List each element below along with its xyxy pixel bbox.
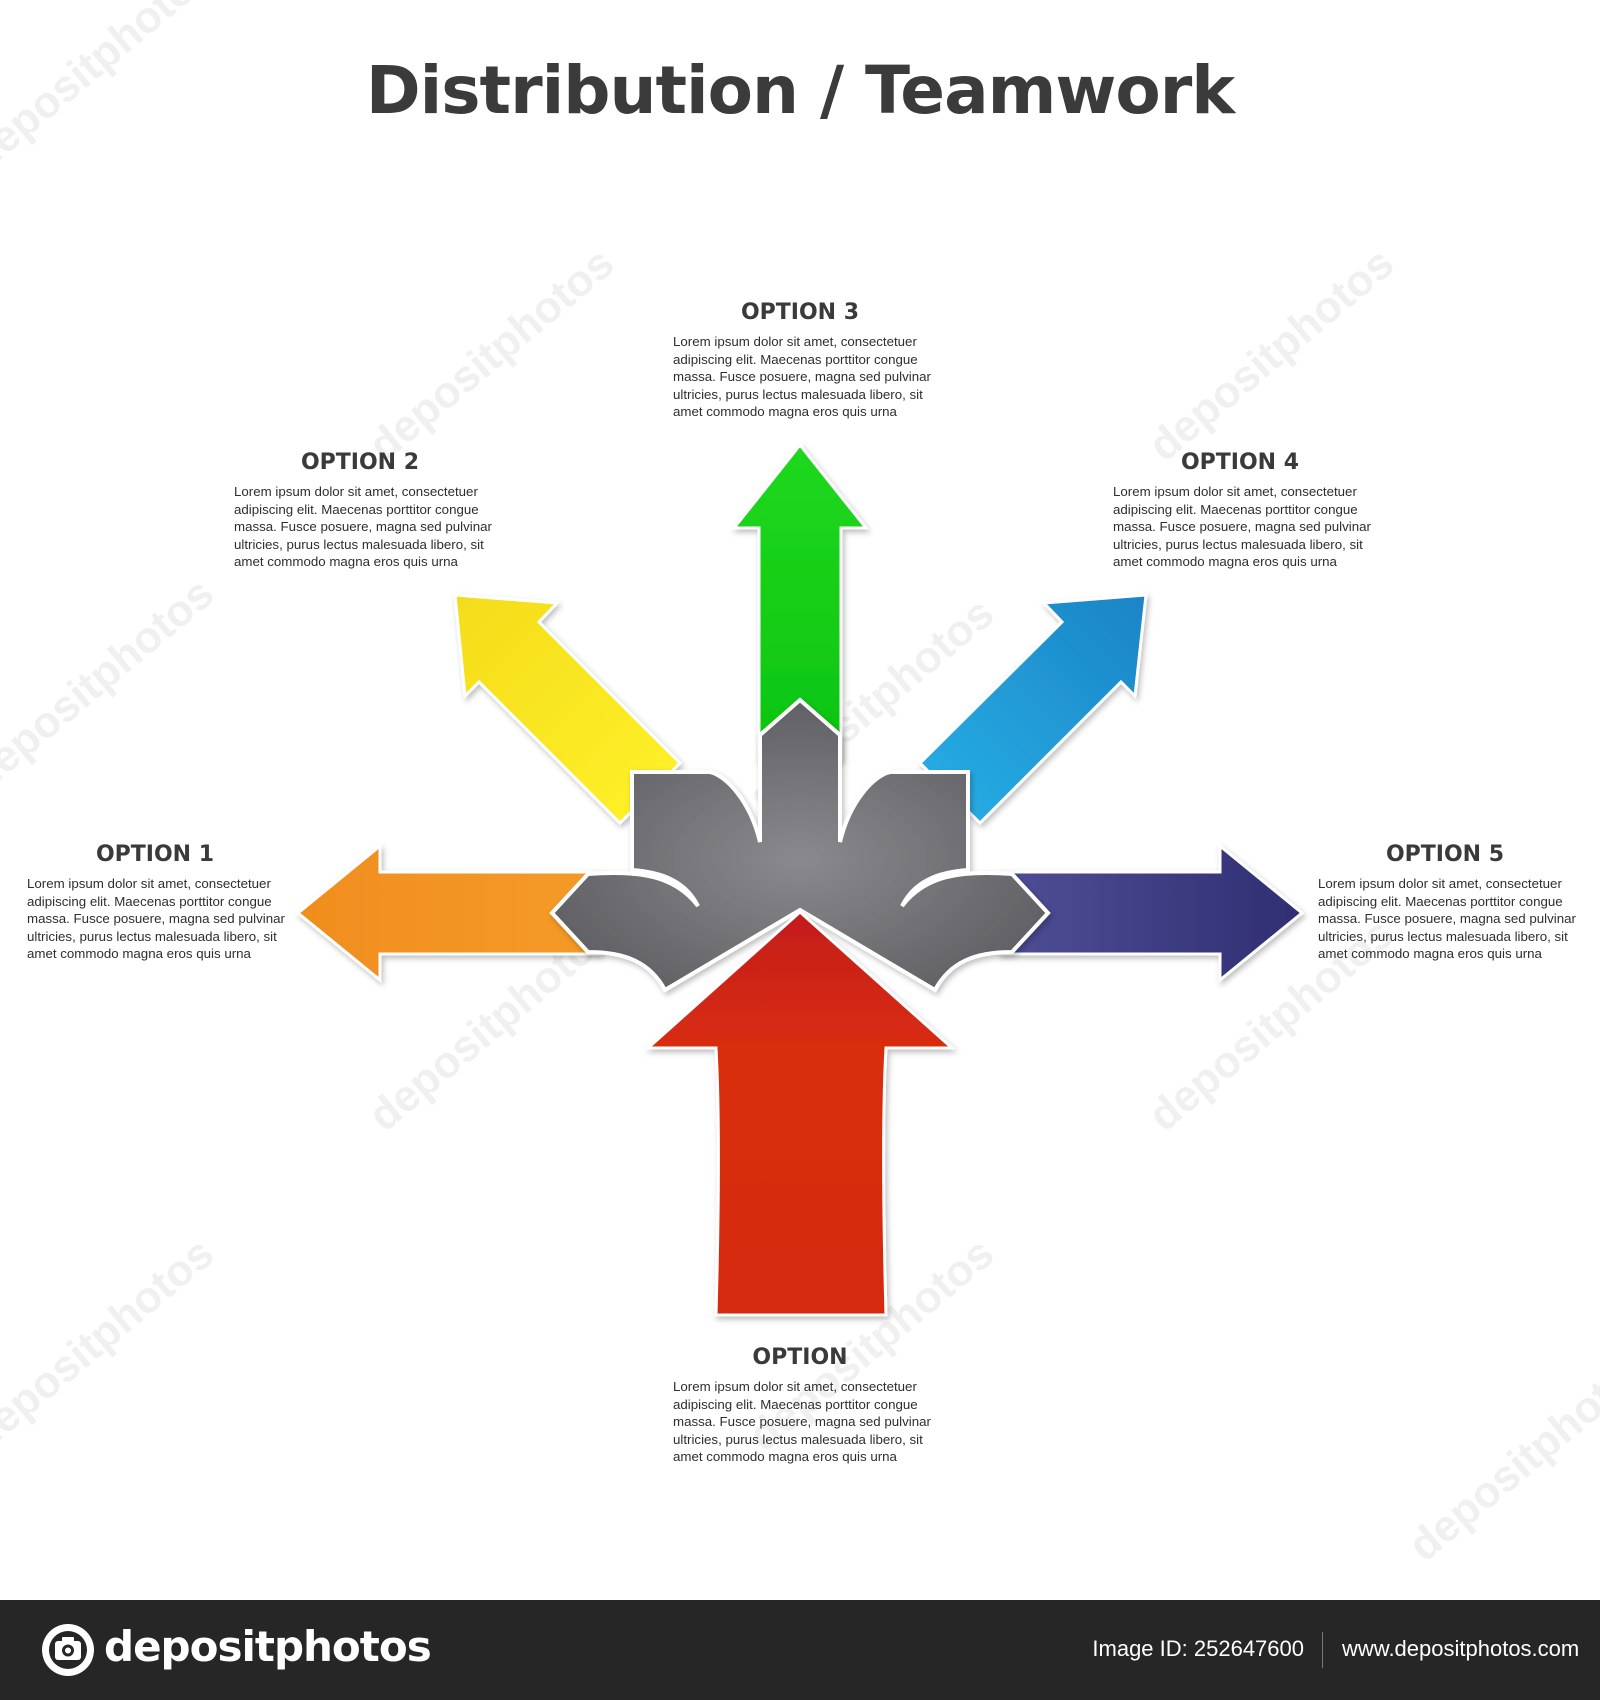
camera-logo-icon [42, 1624, 94, 1676]
option-2-heading: OPTION 2 [300, 450, 420, 475]
option-1-heading: OPTION 1 [95, 842, 215, 867]
option-2-line: Lorem ipsum dolor sit amet, consectetuer [234, 484, 478, 499]
option-5-line: Lorem ipsum dolor sit amet, consectetuer [1318, 876, 1562, 891]
option-5-line: ultricies, purus lectus malesuada libero… [1318, 928, 1568, 944]
option-4-heading: OPTION 4 [1180, 450, 1300, 475]
brand-logo-text: depositphotos [104, 1622, 432, 1671]
option-5-line: massa. Fusce posuere, magna sed pulvinar [1318, 911, 1576, 926]
option-4-line: ultricies, purus lectus malesuada libero… [1113, 536, 1363, 552]
option-3-description: Lorem ipsum dolor sit amet, consectetuer… [673, 333, 935, 421]
option-2-line: adipiscing elit. Maecenas porttitor cong… [234, 501, 479, 517]
option-1-line: ultricies, purus lectus malesuada libero… [27, 928, 277, 944]
option-1-description: Lorem ipsum dolor sit amet, consectetuer… [27, 875, 289, 963]
option-1-line: adipiscing elit. Maecenas porttitor cong… [27, 893, 272, 909]
image-id-label: Image ID: 252647600 [1092, 1636, 1304, 1661]
option-5-description: Lorem ipsum dolor sit amet, consectetuer… [1318, 875, 1580, 963]
center-option-line: massa. Fusce posuere, magna sed pulvinar [673, 1414, 931, 1429]
option-2-line: ultricies, purus lectus malesuada libero… [234, 536, 484, 552]
option-4-line: amet commodo magna eros quis urna [1113, 554, 1337, 569]
center-option-line: Lorem ipsum dolor sit amet, consectetuer [673, 1379, 917, 1394]
option-4-description: Lorem ipsum dolor sit amet, consectetuer… [1113, 483, 1375, 571]
option-1-line: Lorem ipsum dolor sit amet, consectetuer [27, 876, 271, 891]
option-4-line: Lorem ipsum dolor sit amet, consectetuer [1113, 484, 1357, 499]
option-1-line: amet commodo magna eros quis urna [27, 946, 251, 961]
option-2-line: amet commodo magna eros quis urna [234, 554, 458, 569]
option-2-description: Lorem ipsum dolor sit amet, consectetuer… [234, 483, 496, 571]
center-option-arrow [644, 909, 956, 1317]
center-option-line: ultricies, purus lectus malesuada libero… [673, 1431, 923, 1447]
option-3-line: adipiscing elit. Maecenas porttitor cong… [673, 351, 918, 367]
footer-bar: depositphotos Image ID: 252647600 www.de… [0, 1600, 1600, 1700]
page-title: Distribution / Teamwork [365, 52, 1235, 129]
option-1-line: massa. Fusce posuere, magna sed pulvinar [27, 911, 285, 926]
option-3-line: massa. Fusce posuere, magna sed pulvinar [673, 369, 931, 384]
option-5-line: amet commodo magna eros quis urna [1318, 946, 1542, 961]
center-option-line: amet commodo magna eros quis urna [673, 1449, 897, 1464]
center-option-line: adipiscing elit. Maecenas porttitor cong… [673, 1396, 918, 1412]
option-2-line: massa. Fusce posuere, magna sed pulvinar [234, 519, 492, 534]
option-3-line: Lorem ipsum dolor sit amet, consectetuer [673, 334, 917, 349]
option-5-line: adipiscing elit. Maecenas porttitor cong… [1318, 893, 1563, 909]
site-url-link[interactable]: www.depositphotos.com [1342, 1636, 1580, 1661]
center-option-heading: OPTION [752, 1345, 848, 1370]
distribution-diagram [295, 442, 1305, 1317]
option-3-heading: OPTION 3 [740, 300, 860, 325]
footer-divider [1322, 1632, 1323, 1668]
center-option-description: Lorem ipsum dolor sit amet, consectetuer… [673, 1378, 935, 1466]
option-5-heading: OPTION 5 [1385, 842, 1505, 867]
option-3-line: ultricies, purus lectus malesuada libero… [673, 386, 923, 402]
option-4-line: adipiscing elit. Maecenas porttitor cong… [1113, 501, 1358, 517]
option-3-line: amet commodo magna eros quis urna [673, 404, 897, 419]
option-4-line: massa. Fusce posuere, magna sed pulvinar [1113, 519, 1371, 534]
